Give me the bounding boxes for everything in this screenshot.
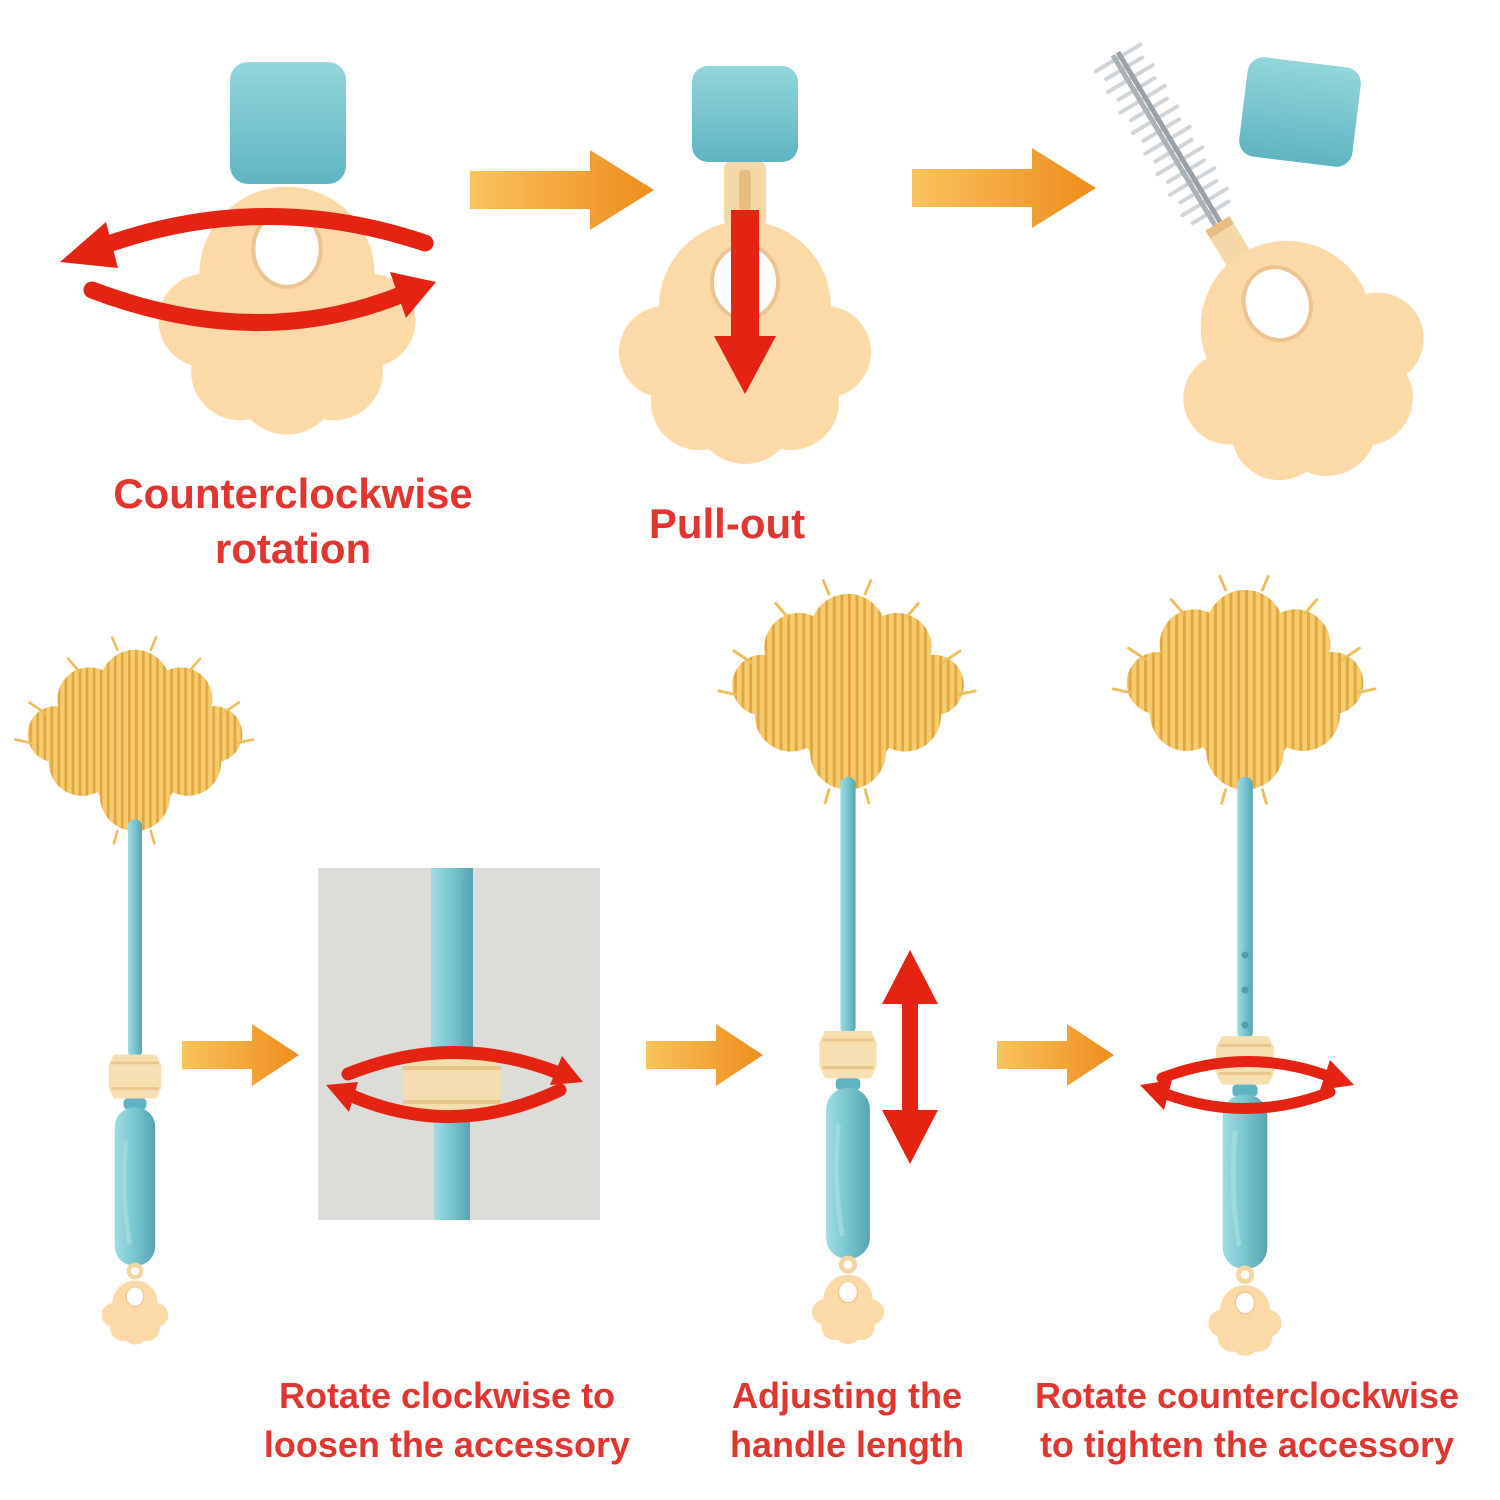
connector-slot bbox=[739, 170, 751, 210]
down-arrow-icon bbox=[714, 210, 776, 394]
caption-line: to tighten the accessory bbox=[1039, 1423, 1455, 1465]
rotation-arrowhead-icon bbox=[326, 1082, 358, 1112]
right-arrow-icon bbox=[182, 1024, 299, 1086]
rotation-arrowhead-icon bbox=[60, 222, 118, 268]
right-arrow-icon bbox=[997, 1024, 1114, 1086]
rotate-counterclockwise-icon bbox=[1156, 1056, 1336, 1114]
caption-rotate-counterclockwise-tighten: Rotate counterclockwise to tighten the a… bbox=[1017, 1372, 1477, 1469]
straw-brush bbox=[1093, 42, 1253, 272]
rotation-arrowhead-icon bbox=[1320, 1060, 1354, 1090]
caption-adjusting-handle-length: Adjusting the handle length bbox=[677, 1372, 1017, 1469]
rotation-arrowhead-icon bbox=[1140, 1080, 1172, 1110]
caption-line: Rotate clockwise to bbox=[278, 1375, 616, 1416]
caption-line: rotation bbox=[214, 524, 372, 572]
brush-handle-end bbox=[692, 66, 798, 162]
rotation-arrowhead-icon bbox=[550, 1056, 583, 1085]
brush-handle-end bbox=[1239, 57, 1361, 167]
brush-stick bbox=[431, 868, 473, 1064]
right-arrow-icon bbox=[912, 148, 1096, 228]
vertical-double-arrow-icon bbox=[882, 950, 938, 1164]
caption-line: Counterclockwise bbox=[113, 470, 473, 517]
stick-adjustment-holes bbox=[1241, 951, 1249, 1029]
paw-teether-accessory bbox=[1135, 197, 1465, 522]
step3-removed-illustration bbox=[1093, 42, 1465, 522]
rotation-arrowhead-icon bbox=[390, 272, 436, 318]
bottle-brush-assembled bbox=[719, 581, 976, 1344]
bottle-brush-assembled bbox=[1113, 576, 1375, 1355]
caption-line: handle length bbox=[730, 1423, 964, 1465]
caption-counterclockwise-rotation: Counterclockwise rotation bbox=[73, 467, 513, 576]
zoom-inset-photo bbox=[318, 868, 600, 1220]
rotate-clockwise-icon bbox=[341, 1046, 567, 1124]
brush-handle bbox=[434, 1118, 470, 1220]
caption-line: Pull-out bbox=[648, 500, 806, 547]
step2-pullout-illustration bbox=[617, 66, 873, 466]
right-arrow-icon bbox=[646, 1024, 763, 1086]
step1-counterclockwise-illustration bbox=[60, 62, 436, 435]
bottle-brush-assembled bbox=[15, 637, 253, 1344]
right-arrow-icon bbox=[470, 150, 654, 230]
caption-rotate-clockwise-loosen: Rotate clockwise to loosen the accessory bbox=[227, 1372, 667, 1469]
caption-line: Rotate counterclockwise bbox=[1034, 1375, 1460, 1416]
rotate-counterclockwise-icon bbox=[83, 207, 434, 331]
brush-handle-end bbox=[230, 62, 346, 184]
caption-line: loosen the accessory bbox=[263, 1423, 631, 1465]
caption-pull-out: Pull-out bbox=[577, 497, 877, 552]
caption-line: Adjusting the bbox=[732, 1375, 962, 1416]
